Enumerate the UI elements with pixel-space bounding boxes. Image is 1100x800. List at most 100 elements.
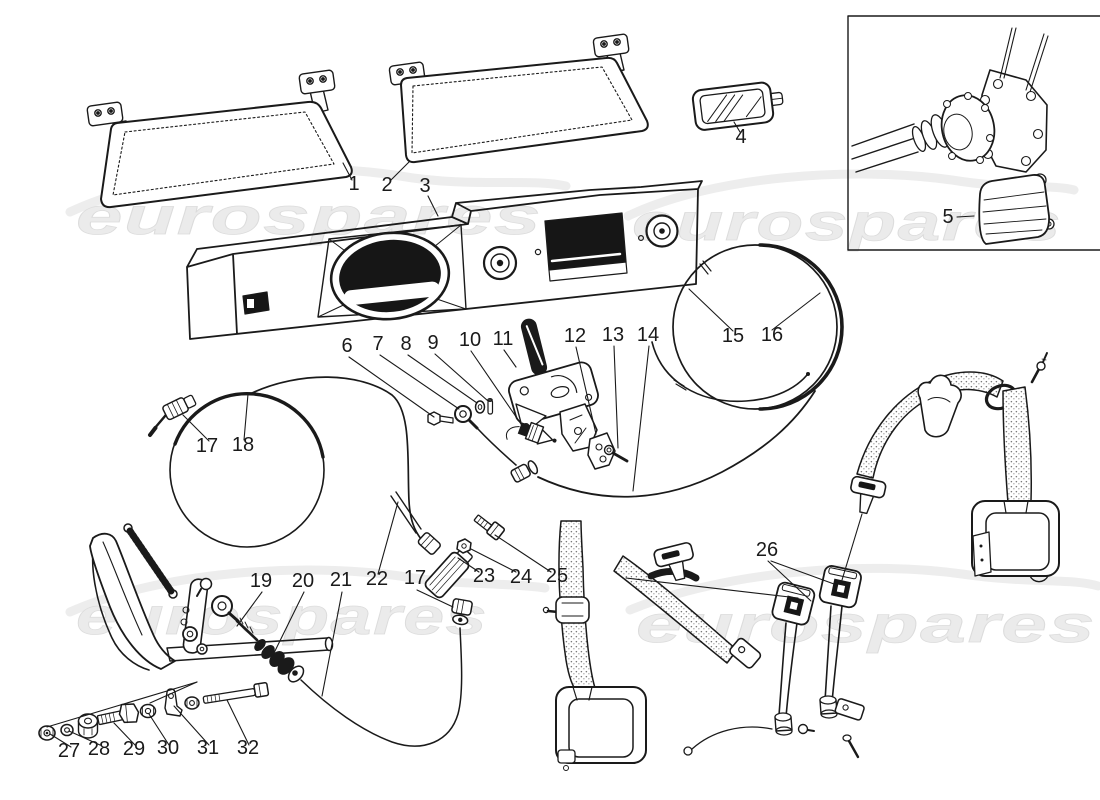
hanger-bolt	[1030, 352, 1048, 384]
belt-webbing-vertical	[1002, 386, 1032, 504]
handbrake-cable-part14	[537, 390, 816, 498]
seat-belt-right	[834, 352, 1060, 759]
barrel-lower-part17	[451, 598, 473, 626]
buckle-head	[818, 565, 862, 609]
pedal-blade-line	[102, 541, 143, 636]
buckle-stalk	[778, 622, 798, 718]
bracket-hole	[595, 443, 603, 451]
callout-26: 26	[756, 539, 778, 561]
channel-bracket-lines	[569, 414, 587, 444]
callout-3: 3	[419, 175, 430, 197]
callout-1: 1	[348, 173, 359, 195]
callout-21: 21	[330, 569, 352, 591]
nut-part30	[139, 703, 157, 719]
callout-13: 13	[602, 324, 624, 346]
callout-31: 31	[197, 737, 219, 759]
bolt-part6	[427, 411, 454, 426]
cable-fitting-part17	[148, 394, 197, 438]
seat-belt-left	[542, 520, 762, 771]
cable-run	[251, 376, 422, 540]
callout-28: 28	[88, 738, 110, 760]
leader-lines	[46, 121, 975, 748]
handbrake-assembly	[427, 318, 816, 498]
flange-bolts	[979, 78, 1044, 167]
bracket-part12	[587, 432, 616, 470]
guard-plate-part5	[978, 173, 1055, 245]
callout-29: 29	[123, 738, 145, 760]
cable-end-barrel	[510, 460, 539, 483]
panel-vent-slot	[242, 291, 270, 315]
instrument-cluster-opening	[329, 231, 451, 321]
adjuster-body-part23	[424, 547, 473, 599]
panel-hole-small	[637, 235, 644, 242]
cable-to-barrel	[476, 427, 517, 466]
barrel-upper	[417, 532, 441, 555]
eye-end-part7	[454, 405, 479, 430]
gauge-hole	[645, 214, 679, 248]
handbrake-grip	[520, 318, 548, 376]
panel-hole-small	[534, 248, 542, 256]
visor-body	[400, 56, 649, 164]
buckle-stalk	[824, 605, 843, 704]
callout-12: 12	[564, 325, 586, 347]
tie-rods	[999, 27, 1049, 93]
cluster-hood-fans	[317, 224, 467, 318]
watermark-swoosh	[65, 565, 550, 617]
vanity-mirror	[691, 81, 784, 131]
callout-25: 25	[546, 565, 568, 587]
panel-outline	[186, 180, 703, 340]
artwork	[38, 15, 1100, 771]
gauge-hole	[482, 245, 518, 281]
callout-2: 2	[381, 174, 392, 196]
nut-large-part29	[77, 713, 99, 739]
nut-part27	[38, 725, 56, 741]
watermark-swoosh	[625, 563, 1100, 615]
callout-20: 20	[292, 570, 314, 592]
visor-bracket	[298, 69, 336, 114]
callout-17a: 17	[196, 435, 218, 457]
release-cable	[683, 726, 773, 756]
callout-8: 8	[400, 333, 411, 355]
belt-retractor	[555, 686, 647, 771]
callout-27: 27	[58, 740, 80, 762]
bolt-part29	[96, 703, 140, 726]
rod-part22	[390, 491, 422, 534]
pin-part9	[487, 398, 494, 415]
bell-crank-lever	[180, 577, 213, 655]
callout-18: 18	[232, 434, 254, 456]
belt-tongue-right	[850, 475, 887, 515]
bolt-part32	[202, 681, 270, 704]
seat-belt-buckles	[683, 565, 862, 756]
anchor-screw	[842, 734, 860, 759]
chest-clip	[917, 374, 962, 438]
callout-9: 9	[427, 332, 438, 354]
coil-inner-tail	[651, 341, 808, 403]
callout-19: 19	[250, 570, 272, 592]
anchor-plate	[834, 698, 865, 721]
cable-slack-loop	[300, 627, 463, 747]
callout-4: 4	[735, 126, 746, 148]
cv-housing	[940, 94, 996, 162]
instrument-panel	[186, 180, 703, 340]
radio-slot-lip	[548, 261, 628, 282]
belt-webbing-diagonal	[613, 555, 738, 664]
sun-visor-right	[388, 33, 649, 164]
radio-slot-highlight	[550, 252, 622, 263]
cable-adjuster-middle	[390, 491, 506, 626]
callout-14: 14	[637, 324, 659, 346]
panel-vent-highlight	[247, 299, 254, 308]
bolt-part25	[473, 514, 506, 541]
fastener-row	[38, 681, 270, 741]
driveshaft	[851, 123, 919, 173]
cable-adjuster-left	[211, 595, 463, 747]
housing-bolts	[943, 92, 994, 164]
cable-coil-right	[651, 243, 844, 411]
belt-slider	[542, 596, 590, 624]
adjuster-boot	[254, 638, 305, 683]
pedal-blade	[89, 532, 176, 670]
callout-17b: 17	[404, 567, 426, 589]
callout-24: 24	[510, 566, 532, 588]
bracket-hole	[599, 455, 607, 463]
